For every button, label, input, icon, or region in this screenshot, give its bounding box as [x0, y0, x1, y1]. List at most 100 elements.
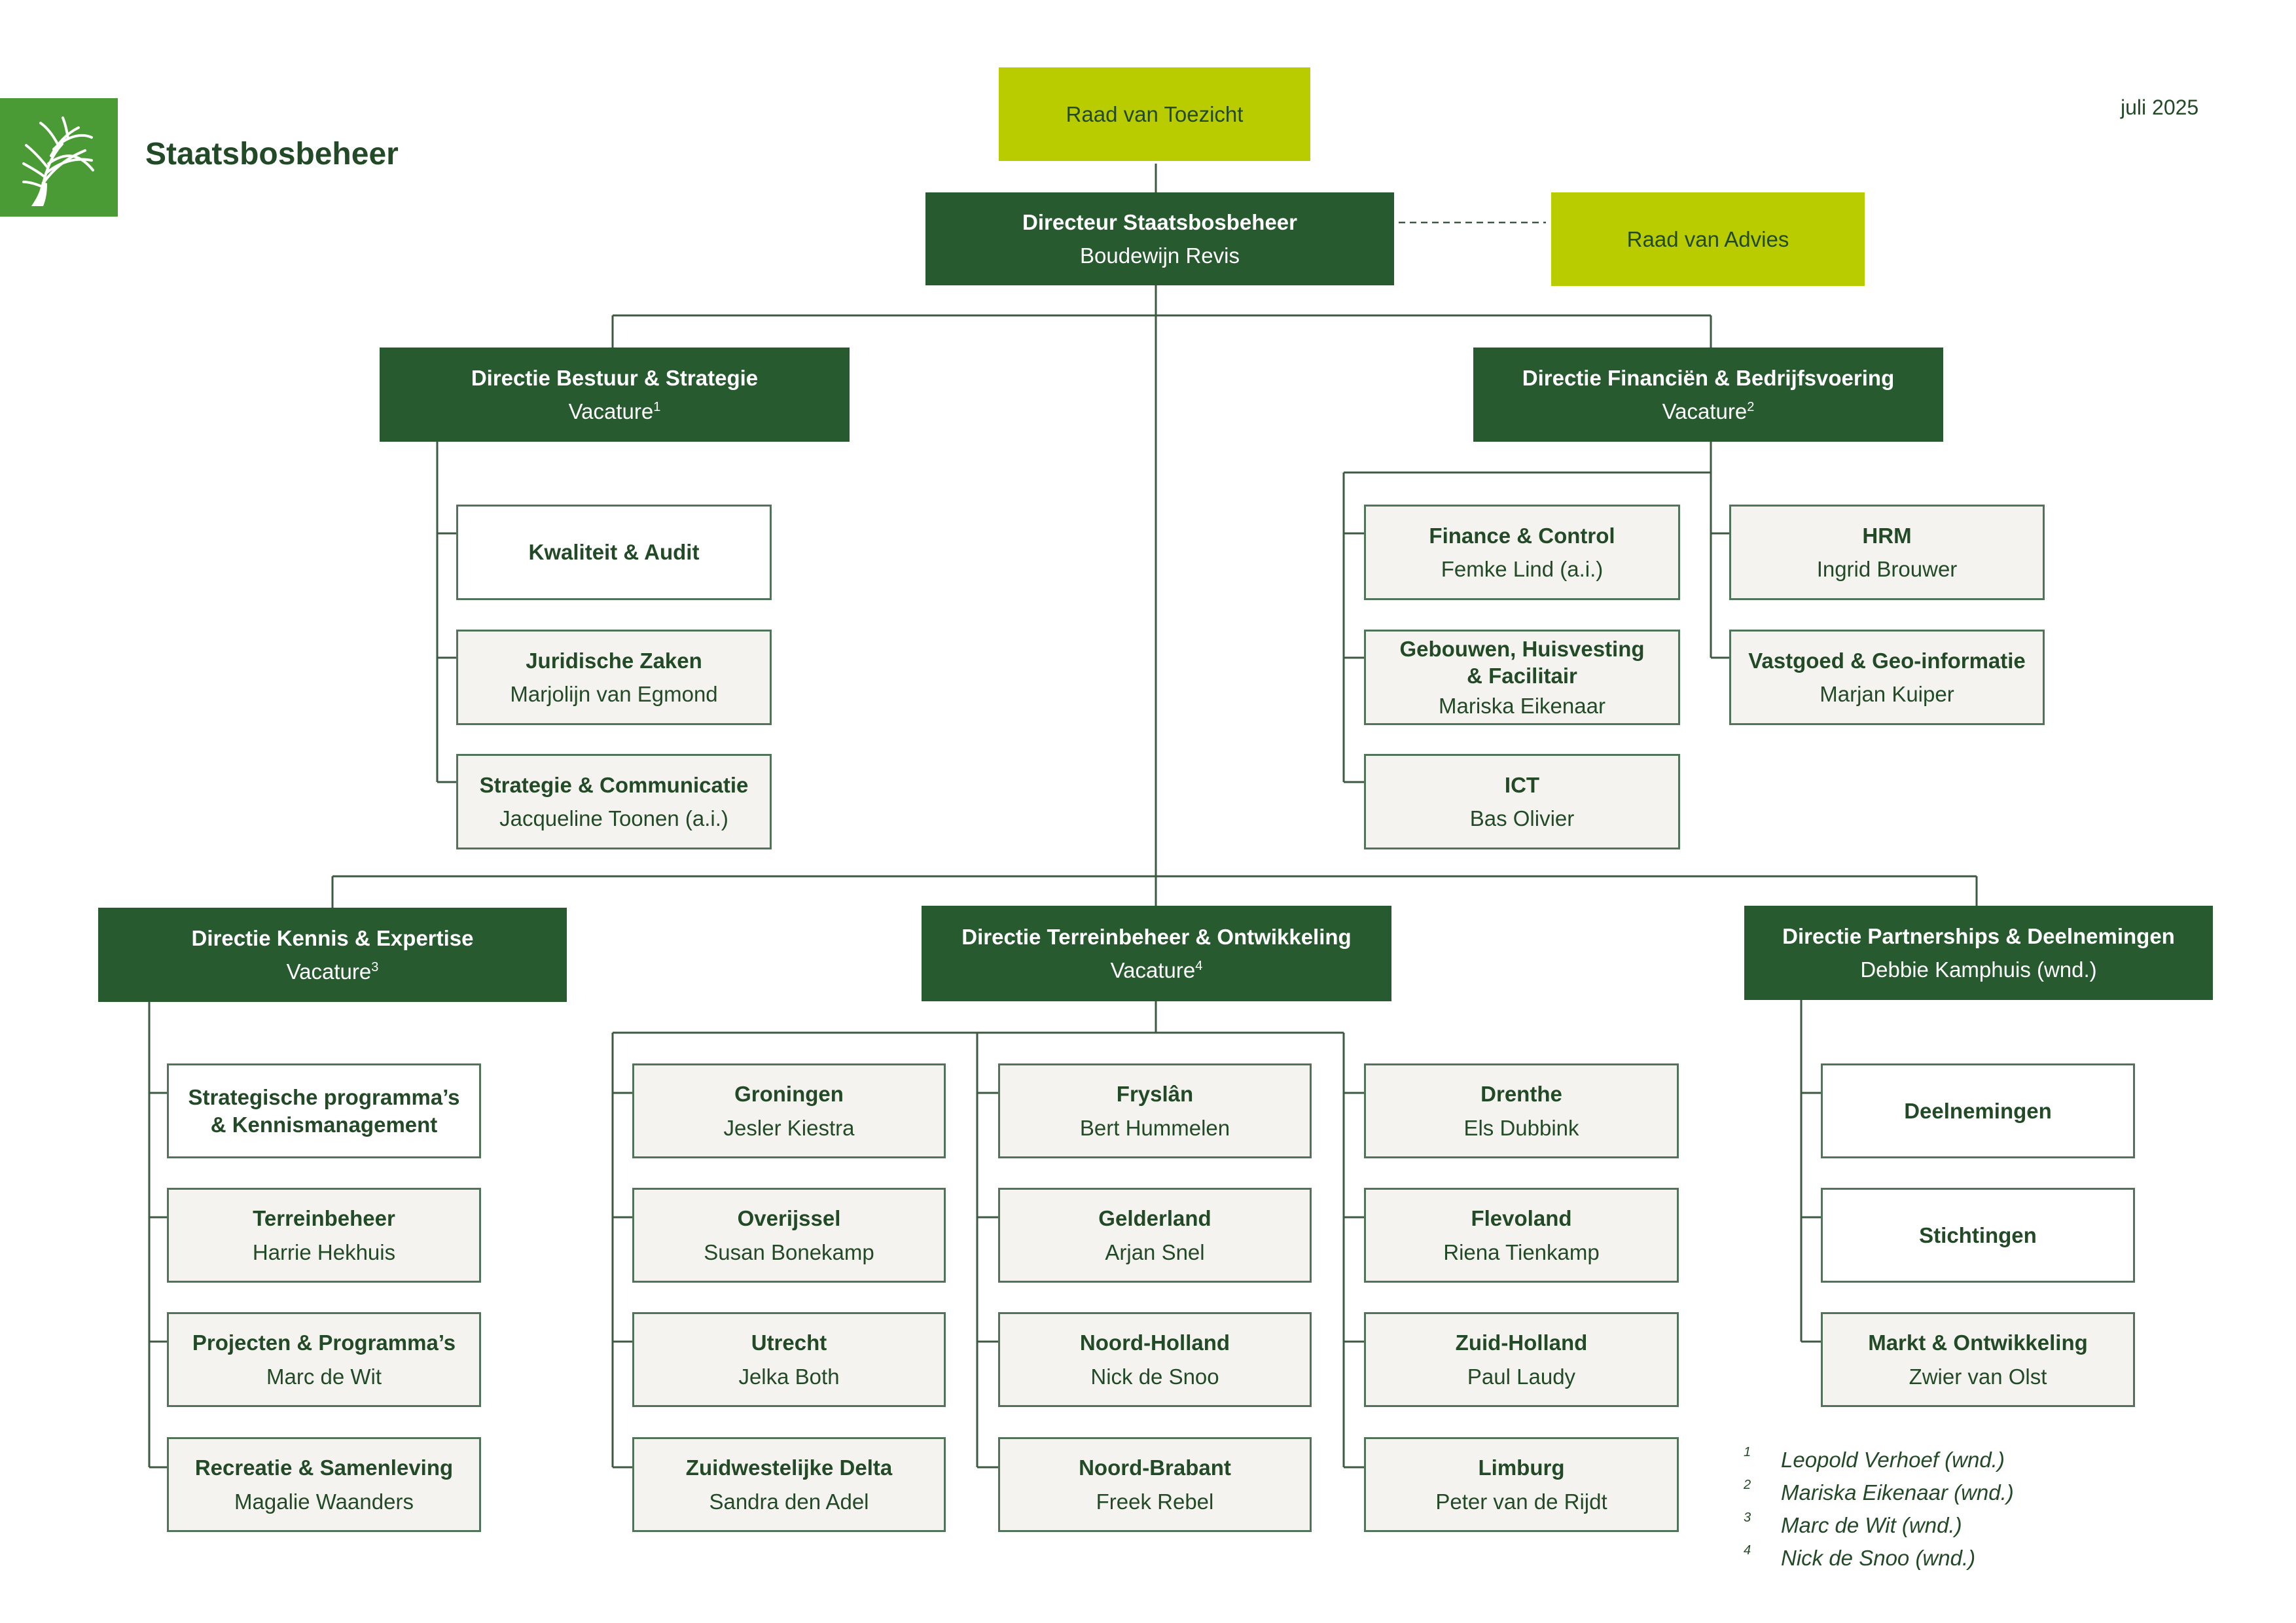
unit-name: Els Dubbink — [1463, 1115, 1579, 1140]
unit-name: Paul Laudy — [1467, 1364, 1576, 1389]
directie-kennis-title: Directie Kennis & Expertise — [191, 925, 474, 950]
footnote-text: Marc de Wit (wnd.) — [1781, 1513, 1962, 1537]
unit-name: Nick de Snoo — [1090, 1364, 1219, 1389]
directie-kennis-box: Directie Kennis & Expertise Vacature3 — [98, 908, 567, 1002]
unit-title: Fryslân — [1116, 1082, 1194, 1107]
raad-van-toezicht-label: Raad van Toezicht — [1066, 101, 1244, 126]
unit-title: Strategie & Communicatie — [479, 772, 749, 797]
unit-limburg: Limburg Peter van de Rijdt — [1364, 1437, 1679, 1532]
unit-recreatie-samenleving: Recreatie & Samenleving Magalie Waanders — [167, 1437, 481, 1532]
directeur-box: Directeur Staatsbosbeheer Boudewijn Revi… — [925, 192, 1394, 285]
unit-noord-holland: Noord-Holland Nick de Snoo — [998, 1312, 1312, 1407]
unit-title: Deelnemingen — [1904, 1098, 2052, 1123]
raad-van-advies-label: Raad van Advies — [1626, 226, 1789, 251]
unit-name: Jesler Kiestra — [723, 1115, 855, 1140]
footnote-text: Leopold Verhoef (wnd.) — [1781, 1448, 2005, 1472]
unit-ict: ICT Bas Olivier — [1364, 754, 1680, 849]
directeur-name: Boudewijn Revis — [1080, 243, 1240, 268]
unit-finance-control: Finance & Control Femke Lind (a.i.) — [1364, 505, 1680, 600]
unit-kwaliteit-audit: Kwaliteit & Audit — [456, 505, 772, 600]
unit-name: Marc de Wit — [266, 1364, 382, 1389]
unit-projecten-programmas: Projecten & Programma’s Marc de Wit — [167, 1312, 481, 1407]
unit-name: Arjan Snel — [1105, 1240, 1205, 1264]
unit-name: Marjolijn van Egmond — [510, 682, 718, 706]
unit-name: Freek Rebel — [1096, 1489, 1214, 1514]
unit-title: Limburg — [1478, 1455, 1565, 1480]
unit-title: HRM — [1862, 523, 1912, 548]
unit-noord-brabant: Noord-Brabant Freek Rebel — [998, 1437, 1312, 1532]
unit-title: Juridische Zaken — [526, 648, 702, 673]
unit-title: Gebouwen, Huisvesting & Facilitair — [1399, 637, 1645, 688]
unit-title: Terreinbeheer — [253, 1206, 395, 1231]
unit-hrm: HRM Ingrid Brouwer — [1729, 505, 2045, 600]
unit-strategische-programmas: Strategische programma’s & Kennismanagem… — [167, 1063, 481, 1158]
unit-gebouwen-huisvesting: Gebouwen, Huisvesting & Facilitair Maris… — [1364, 630, 1680, 725]
footnote-number: 4 — [1744, 1543, 1751, 1558]
directie-partnerships-title: Directie Partnerships & Deelnemingen — [1782, 923, 2175, 948]
unit-name: Magalie Waanders — [234, 1489, 414, 1514]
unit-title: Finance & Control — [1429, 523, 1615, 548]
unit-drenthe: Drenthe Els Dubbink — [1364, 1063, 1679, 1158]
unit-name: Ingrid Brouwer — [1816, 557, 1958, 581]
unit-title: Groningen — [734, 1082, 844, 1107]
unit-gelderland: Gelderland Arjan Snel — [998, 1188, 1312, 1283]
unit-name: Bert Hummelen — [1079, 1115, 1230, 1140]
directie-kennis-name: Vacature3 — [286, 959, 379, 984]
directeur-title: Directeur Staatsbosbeheer — [1022, 209, 1297, 234]
unit-name: Peter van de Rijdt — [1435, 1489, 1607, 1514]
unit-juridische-zaken: Juridische Zaken Marjolijn van Egmond — [456, 630, 772, 725]
directie-financien-box: Directie Financiën & Bedrijfsvoering Vac… — [1473, 348, 1943, 442]
unit-title: Noord-Brabant — [1079, 1455, 1231, 1480]
unit-name: Susan Bonekamp — [704, 1240, 874, 1264]
unit-name: Jacqueline Toonen (a.i.) — [499, 806, 728, 830]
unit-title: Strategische programma’s & Kennismanagem… — [188, 1085, 460, 1137]
unit-title: Projecten & Programma’s — [192, 1330, 456, 1355]
unit-title: Flevoland — [1471, 1206, 1572, 1231]
logo — [0, 98, 118, 217]
footnote-text: Mariska Eikenaar (wnd.) — [1781, 1480, 2014, 1505]
unit-name: Sandra den Adel — [709, 1489, 869, 1514]
unit-name: Jelka Both — [738, 1364, 840, 1389]
unit-stichtingen: Stichtingen — [1821, 1188, 2135, 1283]
unit-terreinbeheer: Terreinbeheer Harrie Hekhuis — [167, 1188, 481, 1283]
unit-zuidwestelijke-delta: Zuidwestelijke Delta Sandra den Adel — [632, 1437, 946, 1532]
directie-terrein-title: Directie Terreinbeheer & Ontwikkeling — [961, 924, 1352, 949]
date-label: juli 2025 — [2121, 96, 2199, 119]
unit-title: Markt & Ontwikkeling — [1868, 1330, 2088, 1355]
footnote-text: Nick de Snoo (wnd.) — [1781, 1546, 1976, 1570]
unit-title: Stichtingen — [1919, 1222, 2037, 1247]
directie-partnerships-name: Debbie Kamphuis (wnd.) — [1860, 957, 2097, 982]
directie-bestuur-box: Directie Bestuur & Strategie Vacature1 — [380, 348, 850, 442]
unit-title: Drenthe — [1480, 1082, 1562, 1107]
unit-vastgoed-geo: Vastgoed & Geo-informatie Marjan Kuiper — [1729, 630, 2045, 725]
footnote-number: 3 — [1744, 1510, 1751, 1525]
unit-utrecht: Utrecht Jelka Both — [632, 1312, 946, 1407]
directie-financien-title: Directie Financiën & Bedrijfsvoering — [1522, 365, 1895, 390]
unit-title: Recreatie & Samenleving — [194, 1455, 454, 1480]
unit-name: Zwier van Olst — [1909, 1364, 2047, 1389]
brand-name: Staatsbosbeheer — [145, 137, 399, 171]
unit-deelnemingen: Deelnemingen — [1821, 1063, 2135, 1158]
unit-title: Zuid-Holland — [1455, 1330, 1588, 1355]
raad-van-advies-box: Raad van Advies — [1551, 192, 1865, 286]
unit-markt-ontwikkeling: Markt & Ontwikkeling Zwier van Olst — [1821, 1312, 2135, 1407]
directie-partnerships-box: Directie Partnerships & Deelnemingen Deb… — [1744, 906, 2213, 1000]
unit-title: Overijssel — [737, 1206, 841, 1231]
unit-name: Bas Olivier — [1469, 806, 1575, 830]
directie-bestuur-title: Directie Bestuur & Strategie — [471, 365, 759, 390]
unit-groningen: Groningen Jesler Kiestra — [632, 1063, 946, 1158]
unit-title: Vastgoed & Geo-informatie — [1748, 648, 2026, 673]
directie-terrein-name: Vacature4 — [1110, 958, 1203, 982]
directie-bestuur-name: Vacature1 — [568, 399, 661, 423]
unit-title: Kwaliteit & Audit — [528, 540, 700, 565]
unit-name: Marjan Kuiper — [1820, 682, 1954, 706]
unit-strategie-communicatie: Strategie & Communicatie Jacqueline Toon… — [456, 754, 772, 849]
unit-title: ICT — [1504, 772, 1540, 797]
directie-financien-name: Vacature2 — [1662, 399, 1755, 423]
footnote-number: 1 — [1744, 1445, 1751, 1459]
unit-overijssel: Overijssel Susan Bonekamp — [632, 1188, 946, 1283]
unit-title: Utrecht — [751, 1330, 827, 1355]
directie-terrein-box: Directie Terreinbeheer & Ontwikkeling Va… — [922, 906, 1391, 1001]
footnote-number: 2 — [1744, 1478, 1751, 1492]
